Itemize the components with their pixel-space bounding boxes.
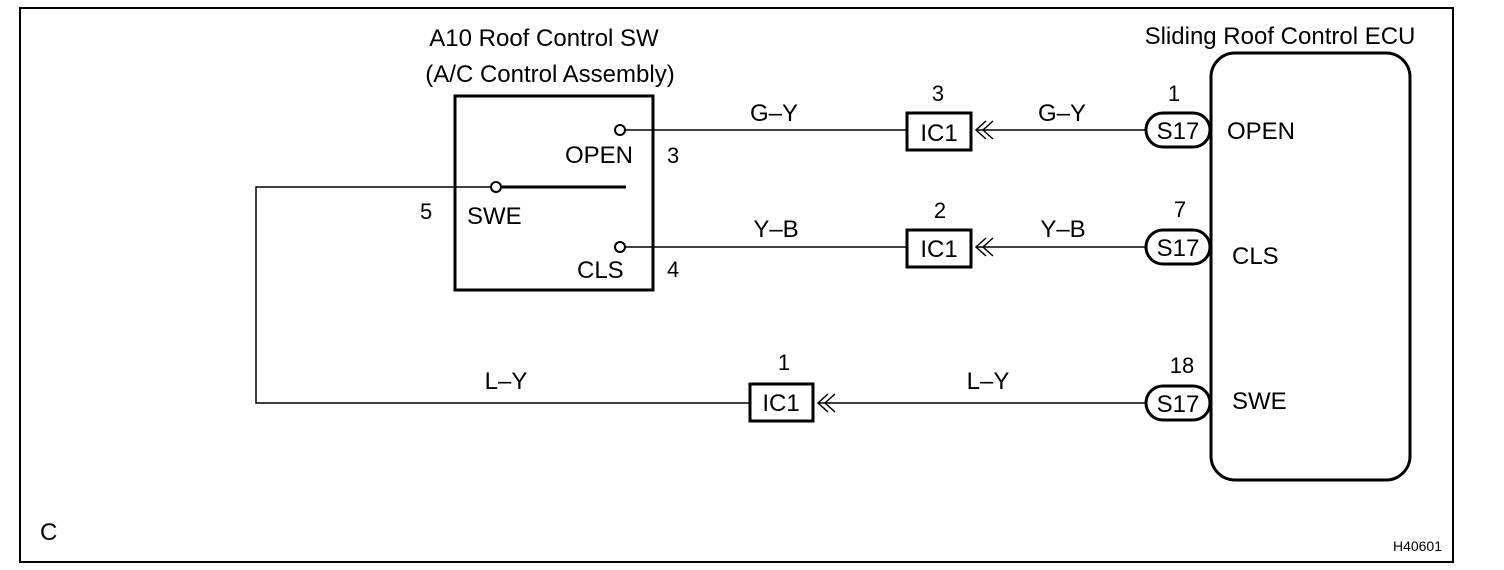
switch-open-terminal <box>614 124 626 136</box>
switch-cls-pin: 4 <box>667 257 679 282</box>
figure-id: H40601 <box>1393 538 1442 554</box>
junction-cls-pin: 2 <box>934 198 946 223</box>
switch-open-pin: 3 <box>667 143 679 168</box>
wire-swe-left <box>255 186 750 404</box>
ecu-cls-connector-label: S17 <box>1157 235 1200 262</box>
junction-open-box <box>905 111 973 152</box>
wire-swe-color-left: L–Y <box>485 368 528 395</box>
switch-title-line2: (A/C Control Assembly) <box>425 61 674 88</box>
ecu-open-label: OPEN <box>1227 118 1295 145</box>
junction-open-label: IC1 <box>920 120 957 147</box>
junction-swe-pin: 1 <box>778 350 790 375</box>
switch-cls-terminal <box>614 241 626 253</box>
ecu-cls-connector <box>1144 228 1212 266</box>
junction-cls-box <box>905 228 973 269</box>
ecu-open-connector <box>1144 111 1212 149</box>
ecu-title: Sliding Roof Control ECU <box>1145 23 1416 50</box>
switch-swe-terminal <box>490 181 502 193</box>
ecu-swe-label: SWE <box>1232 388 1287 415</box>
ecu-open-connector-label: S17 <box>1157 118 1200 145</box>
wire-cls-color-right: Y–B <box>1040 216 1085 243</box>
wire-swe-color-right: L–Y <box>967 368 1010 395</box>
wire-cls-color-left: Y–B <box>753 216 798 243</box>
junction-cls-label: IC1 <box>920 236 957 263</box>
ecu-box <box>1209 51 1412 482</box>
junction-open-pin: 3 <box>932 81 944 106</box>
diagram-frame <box>19 7 1454 563</box>
ecu-swe-connector <box>1144 384 1212 422</box>
switch-open-label: OPEN <box>565 142 633 169</box>
switch-box <box>453 94 655 292</box>
ecu-open-pin: 1 <box>1168 81 1180 106</box>
ecu-cls-label: CLS <box>1232 243 1279 270</box>
ecu-cls-pin: 7 <box>1174 197 1186 222</box>
switch-title-line1: A10 Roof Control SW <box>429 25 659 52</box>
wire-open-color-left: G–Y <box>750 100 798 127</box>
ecu-swe-pin: 18 <box>1170 353 1194 378</box>
ecu-swe-connector-label: S17 <box>1157 391 1200 418</box>
junction-swe-label: IC1 <box>762 390 799 417</box>
switch-swe-pin: 5 <box>420 199 432 224</box>
wire-open-color-right: G–Y <box>1038 100 1086 127</box>
junction-swe-box <box>748 382 815 423</box>
switch-swe-label: SWE <box>467 203 522 230</box>
corner-letter: C <box>40 519 57 546</box>
switch-cls-label: CLS <box>577 257 624 284</box>
